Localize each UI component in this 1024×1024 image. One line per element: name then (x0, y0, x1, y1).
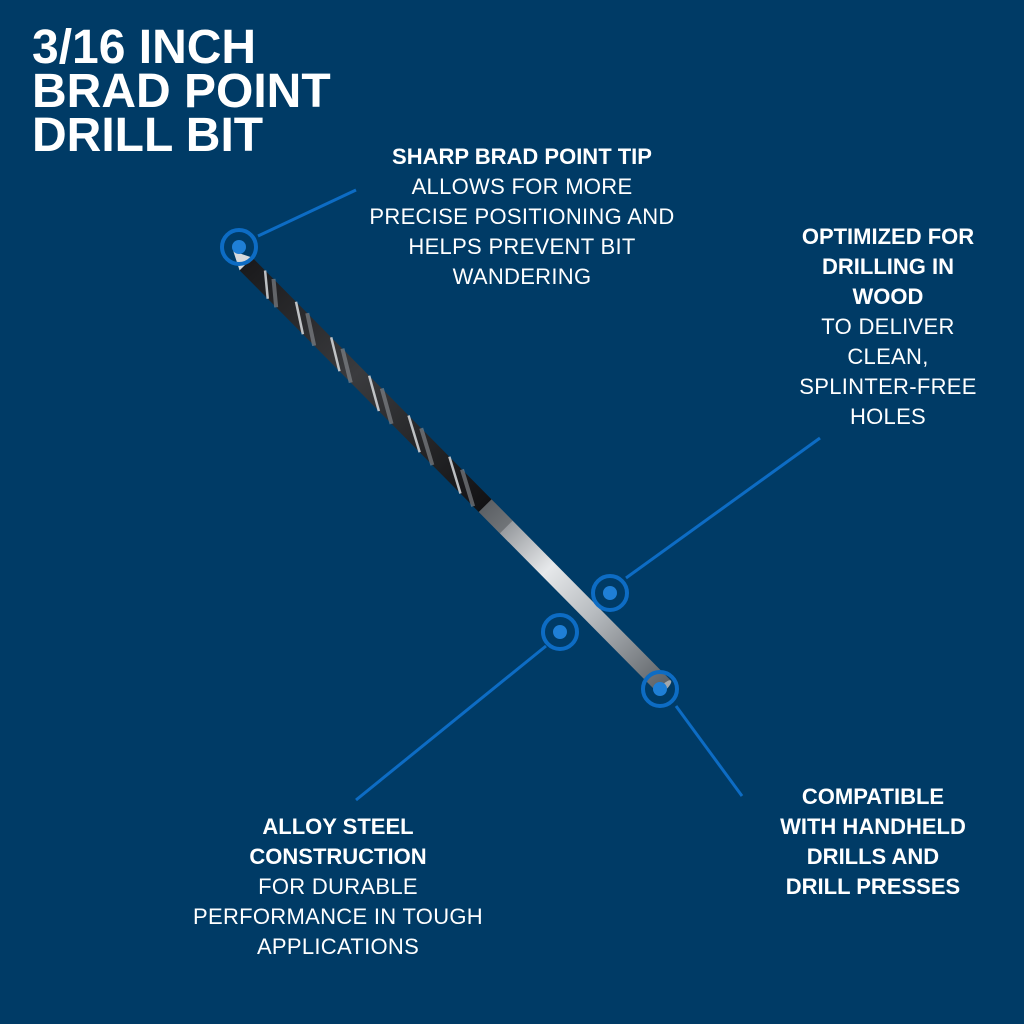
callout-wood-body-3: SPLINTER-FREE (799, 374, 977, 399)
callout-steel: ALLOY STEEL CONSTRUCTION FOR DURABLE PER… (168, 812, 508, 962)
callout-tip-body-2: PRECISE POSITIONING AND (369, 204, 675, 229)
callout-compat-heading-2: WITH HANDHELD (780, 814, 966, 839)
drill-bit-shank (478, 499, 671, 694)
leader-line-steel (355, 644, 547, 802)
callout-tip-body-3: HELPS PREVENT BIT (408, 234, 636, 259)
callout-wood: OPTIMIZED FOR DRILLING IN WOOD TO DELIVE… (770, 222, 1006, 432)
leader-line-wood (625, 436, 821, 580)
callout-compat: COMPATIBLE WITH HANDHELD DRILLS AND DRIL… (754, 782, 992, 902)
target-steel (541, 613, 579, 651)
drill-bit (233, 251, 672, 694)
target-wood (591, 574, 629, 612)
drill-bit-helix (263, 270, 462, 494)
callout-wood-heading-2: DRILLING IN (822, 254, 954, 279)
title-line-2: BRAD POINT (32, 65, 331, 118)
drill-bit-flute-body (239, 257, 496, 516)
callout-steel-body-1: FOR DURABLE (258, 874, 418, 899)
callout-steel-heading-1: ALLOY STEEL (262, 814, 414, 839)
callout-tip: SHARP BRAD POINT TIP ALLOWS FOR MORE PRE… (352, 142, 692, 292)
callout-steel-body-2: PERFORMANCE IN TOUGH (193, 904, 483, 929)
target-compat (641, 670, 679, 708)
callout-wood-body-2: CLEAN, (847, 344, 929, 369)
callout-tip-heading: SHARP BRAD POINT TIP (392, 144, 652, 169)
callout-steel-heading-2: CONSTRUCTION (249, 844, 427, 869)
callout-wood-heading-3: WOOD (852, 284, 924, 309)
leader-line-tip (257, 188, 357, 238)
callout-compat-heading-4: DRILL PRESSES (785, 874, 961, 899)
callout-steel-body-3: APPLICATIONS (256, 934, 420, 959)
callout-tip-body-1: ALLOWS FOR MORE (411, 174, 633, 199)
leader-line-compat (674, 705, 744, 797)
callout-compat-heading-1: COMPATIBLE (801, 784, 945, 809)
leader-lines (257, 188, 821, 802)
title-line-1: 3/16 INCH (32, 21, 257, 74)
callout-compat-heading-3: DRILLS AND (806, 844, 940, 869)
callout-wood-body-4: HOLES (849, 404, 927, 429)
target-tip (220, 228, 258, 266)
callout-wood-body-1: TO DELIVER (821, 314, 955, 339)
title-line-3: DRILL BIT (32, 109, 264, 162)
callout-tip-body-4: WANDERING (452, 264, 592, 289)
callout-wood-heading-1: OPTIMIZED FOR (801, 224, 975, 249)
page-title: 3/16 INCH BRAD POINT DRILL BIT (32, 21, 331, 162)
